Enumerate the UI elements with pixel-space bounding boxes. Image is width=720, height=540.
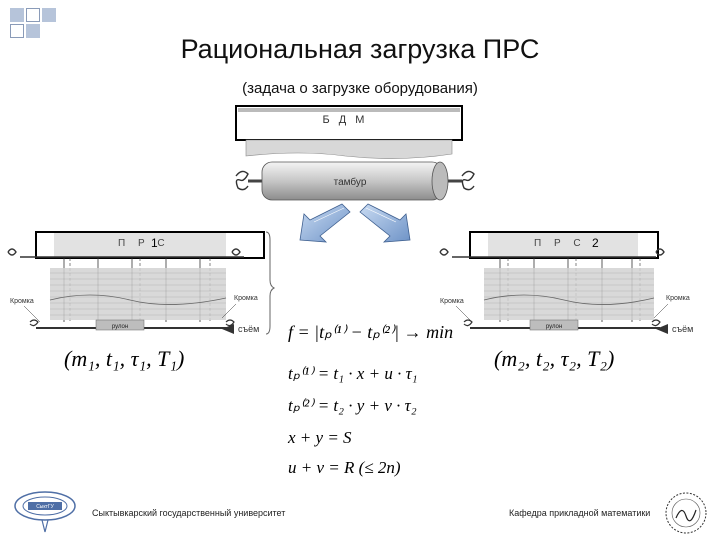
equation-1: tₚ⁽¹⁾ = t₁ · x + u · τ₁ [288, 364, 418, 383]
prs-2: П Р С 2 рулон Кромка Кромка съём [439, 231, 693, 334]
prs1-params: (m₁, t₁, τ₁, T₁) [64, 346, 185, 371]
prs2-roll-label: рулон [546, 324, 562, 330]
prs1-roll-label: рулон [112, 324, 128, 330]
footer-university: Сыктывкарский государственный университе… [92, 508, 286, 518]
equation-4: u + v = R (≤ 2n) [288, 458, 401, 477]
prs1-removal-label: съём [238, 324, 259, 334]
bdm-label: Б Д М [323, 114, 368, 126]
prs1-edge-left: Кромка [10, 298, 34, 305]
arrow-right [359, 203, 411, 243]
equation-3: x + y = S [288, 428, 352, 447]
equation-2: tₚ⁽²⁾ = t₂ · y + v · τ₂ [288, 396, 417, 415]
prs-1: П Р С 1 рулон Кромка Кр [7, 231, 276, 335]
slide-subtitle: (задача о загрузке оборудования) [242, 80, 478, 97]
footer-department: Кафедра прикладной математики [509, 508, 651, 518]
prs2-edge-right: Кромка [666, 295, 690, 302]
svg-text:СыктГУ: СыктГУ [36, 504, 54, 510]
prs1-label: П Р С [118, 238, 170, 249]
objective-formula: f = |tₚ⁽¹⁾ − tₚ⁽²⁾| → min [288, 322, 454, 342]
prs2-number: 2 [592, 236, 599, 250]
prs1-edge-right: Кромка [234, 295, 258, 302]
prs1-number: 1 [151, 236, 158, 250]
drum-label: тамбур [334, 176, 367, 188]
bdm-machine: Б Д М [235, 105, 463, 159]
university-logo: СыктГУ [14, 491, 76, 533]
prs2-label: П Р С [534, 238, 586, 249]
department-logo [665, 492, 707, 534]
drum: тамбур [235, 161, 475, 201]
slide-title: Рациональная загрузка ПРС [180, 34, 540, 64]
prs2-removal-label: съём [672, 324, 693, 334]
arrow-left [299, 203, 351, 243]
prs2-edge-left: Кромка [440, 298, 464, 305]
prs2-params: (m₂, t₂, τ₂, T₂) [494, 346, 615, 371]
